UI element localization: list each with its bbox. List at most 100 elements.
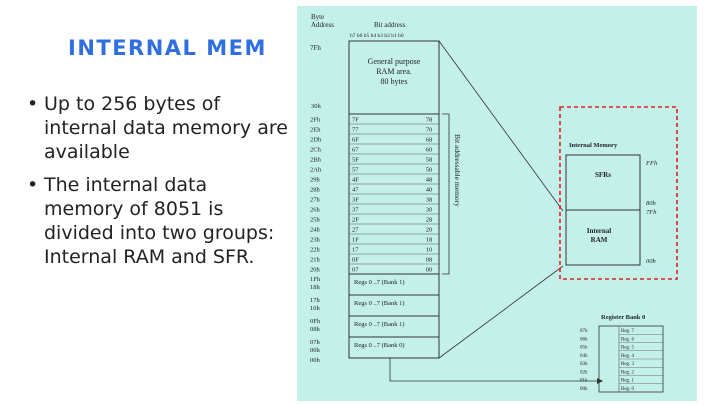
bit-range-end: 78 [426, 117, 433, 124]
bullet-dot-icon: • [27, 93, 39, 115]
address-label: 28h [310, 187, 321, 194]
address-label: 17h [310, 297, 321, 304]
bullet-dot-icon: • [27, 174, 39, 196]
bit-address-header: Bit address [374, 21, 406, 29]
bank-label: Regs 0 ..7 (Bank 1) [354, 300, 405, 307]
bit-range-start: 37 [352, 207, 359, 214]
bank-label: Regs 0 ..7 (Bank 1) [354, 279, 405, 286]
address-label: 30h [311, 103, 322, 110]
register-label: Reg. 3 [621, 362, 635, 367]
address-label: 00h [646, 258, 656, 265]
address-label: 2Dh [310, 137, 322, 144]
bank-block [348, 336, 440, 359]
address-label: 08h [310, 326, 321, 333]
bank-label: Regs 0 ..7 (Bank 0) [354, 342, 405, 349]
register-row: 01h Reg. 1 [580, 375, 663, 384]
bit-range-end: 30 [426, 207, 433, 214]
address-label: 20h [310, 267, 321, 274]
internal-ram-label: RAM [591, 236, 608, 244]
address-label: 0Fh [310, 318, 321, 325]
address-label: FFh [645, 160, 657, 167]
bit-range-end: 00 [426, 267, 433, 274]
register-label: Reg. 1 [621, 379, 635, 384]
address-label: 21h [310, 257, 321, 264]
address-label: 80h [646, 200, 656, 207]
bit-range-end: 40 [426, 187, 433, 194]
address-label: 00h [580, 387, 588, 392]
bit-row: 2Ch 67 60 [310, 143, 439, 154]
connector-line [438, 40, 564, 212]
address-label: 02h [580, 370, 588, 375]
bit-range-end: 08 [426, 257, 433, 264]
bullet-list: •Up to 256 bytes of internal data memory… [26, 92, 288, 278]
bank-label: Regs 0 ..7 (Bank 1) [354, 321, 405, 328]
register-bank-title: Register Bank 0 [601, 314, 645, 321]
address-label: 1Fh [310, 276, 321, 283]
bit-range-start: 5F [352, 157, 359, 164]
address-label: 2Ch [310, 147, 322, 154]
bit-range-start: 57 [352, 167, 359, 174]
bit-range-end: 48 [426, 177, 433, 184]
address-label: 7Fh [646, 209, 656, 216]
bit-range-start: 67 [352, 147, 359, 154]
address-label: 24h [310, 227, 321, 234]
bit-order-header: b7 b6 b5 b4 b3 b2 b1 b0 [350, 33, 404, 39]
bit-range-end: 60 [426, 147, 433, 154]
address-label: 26h [310, 207, 321, 214]
bit-range-start: 07 [352, 267, 359, 274]
bit-range-start: 4F [352, 177, 359, 184]
byte-address-header: Address [311, 21, 334, 29]
bullet-item: •The internal data memory of 8051 is div… [26, 173, 288, 269]
address-label: 2Bh [310, 157, 322, 164]
connector-line [389, 358, 597, 382]
arrow-head-icon [597, 378, 603, 384]
bit-range-end: 20 [426, 227, 433, 234]
register-row: 02h Reg. 2 [580, 367, 663, 375]
address-label: 00h [310, 357, 321, 364]
address-label: 10h [310, 305, 321, 312]
bit-range-end: 38 [426, 197, 433, 204]
address-label: 04h [580, 354, 588, 359]
address-label: 2Eh [310, 127, 321, 134]
register-label: Reg. 2 [621, 370, 635, 375]
address-label: 07h [310, 339, 321, 346]
address-label: 18h [310, 284, 321, 291]
gp-label: RAM area. [376, 67, 412, 76]
memory-map-diagram: Byte Address Bit address b7 b6 b5 b4 b3 … [310, 13, 678, 393]
address-label: 01h [580, 379, 588, 384]
bit-range-start: 3F [352, 197, 359, 204]
bit-area-side-label: Bit addressable memory [453, 134, 462, 207]
gp-label: 80 bytes [381, 77, 408, 86]
bit-row: 20h 07 00 [310, 263, 439, 274]
internal-ram-label: Internal [587, 227, 612, 235]
address-label: 2Fh [310, 117, 321, 124]
memory-map-figure: Byte Address Bit address b7 b6 b5 b4 b3 … [297, 6, 697, 401]
bit-range-end: 68 [426, 137, 433, 144]
bit-range-end: 28 [426, 217, 433, 224]
bit-range-start: 1F [352, 237, 359, 244]
register-label: Reg. 7 [621, 329, 635, 334]
connector-line [438, 265, 564, 359]
bit-range-end: 10 [426, 247, 433, 254]
address-label: 29h [310, 177, 321, 184]
bullet-text: Up to 256 bytes of internal data memory … [44, 93, 288, 163]
bit-range-start: 17 [352, 247, 359, 254]
bit-range-start: 0F [352, 257, 359, 264]
bit-row: 26h 37 30 [310, 203, 439, 214]
bit-row: 29h 4F 48 [310, 173, 439, 184]
